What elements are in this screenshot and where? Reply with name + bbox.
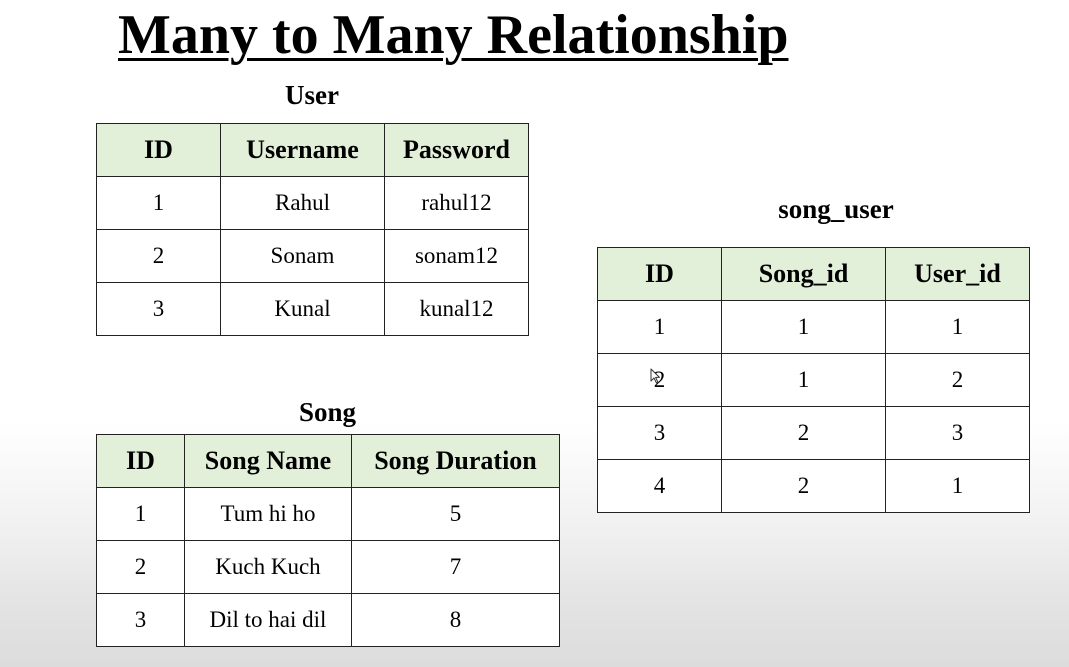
table-row: 2 Kuch Kuch 7 (96, 540, 560, 594)
table-row: 4 2 1 (597, 459, 1030, 513)
table-header-row: ID Username Password (96, 123, 529, 177)
column-header-password: Password (384, 123, 529, 177)
song-user-table: ID Song_id User_id 1 1 1 2 1 2 3 2 3 4 2… (597, 247, 1030, 513)
table-row: 3 2 3 (597, 406, 1030, 460)
cell-song-id: 2 (721, 459, 886, 513)
cell-user-id: 1 (885, 459, 1030, 513)
table-row: 2 Sonam sonam12 (96, 229, 529, 283)
column-header-id: ID (96, 434, 185, 488)
cell-username: Kunal (220, 282, 385, 336)
cell-id: 3 (96, 282, 221, 336)
page-title: Many to Many Relationship (118, 4, 789, 66)
song-table: ID Song Name Song Duration 1 Tum hi ho 5… (96, 434, 560, 647)
cell-id: 3 (96, 593, 185, 647)
cell-id: 2 (96, 229, 221, 283)
cell-user-id: 2 (885, 353, 1030, 407)
table-row: 1 Tum hi ho 5 (96, 487, 560, 541)
cell-id: 1 (597, 300, 722, 354)
cell-song-duration: 5 (351, 487, 560, 541)
cell-song-id: 1 (721, 300, 886, 354)
cell-id: 2 (597, 353, 722, 407)
column-header-username: Username (220, 123, 385, 177)
cell-id: 2 (96, 540, 185, 594)
cell-song-duration: 7 (351, 540, 560, 594)
cell-song-name: Kuch Kuch (184, 540, 352, 594)
cell-id: 3 (597, 406, 722, 460)
table-row: 2 1 2 (597, 353, 1030, 407)
column-header-song-name: Song Name (184, 434, 352, 488)
column-header-song-id: Song_id (721, 247, 886, 301)
cell-username: Rahul (220, 176, 385, 230)
cell-song-id: 2 (721, 406, 886, 460)
table-row: 1 Rahul rahul12 (96, 176, 529, 230)
cell-user-id: 3 (885, 406, 1030, 460)
cell-song-duration: 8 (351, 593, 560, 647)
user-table-caption: User (285, 80, 339, 110)
cell-song-id: 1 (721, 353, 886, 407)
cell-song-name: Dil to hai dil (184, 593, 352, 647)
cell-id: 1 (96, 487, 185, 541)
table-row: 1 1 1 (597, 300, 1030, 354)
cell-user-id: 1 (885, 300, 1030, 354)
cell-id: 4 (597, 459, 722, 513)
column-header-song-duration: Song Duration (351, 434, 560, 488)
table-row: 3 Kunal kunal12 (96, 282, 529, 336)
song-user-table-caption: song_user (778, 194, 894, 224)
mouse-pointer-icon (650, 368, 660, 384)
column-header-id: ID (597, 247, 722, 301)
cell-username: Sonam (220, 229, 385, 283)
column-header-user-id: User_id (885, 247, 1030, 301)
song-table-caption: Song (298, 397, 357, 427)
cell-song-name: Tum hi ho (184, 487, 352, 541)
table-header-row: ID Song Name Song Duration (96, 434, 560, 488)
cell-password: kunal12 (384, 282, 529, 336)
table-row: 3 Dil to hai dil 8 (96, 593, 560, 647)
user-table: ID Username Password 1 Rahul rahul12 2 S… (96, 123, 529, 336)
cell-password: sonam12 (384, 229, 529, 283)
cell-id: 1 (96, 176, 221, 230)
table-header-row: ID Song_id User_id (597, 247, 1030, 301)
cell-password: rahul12 (384, 176, 529, 230)
column-header-id: ID (96, 123, 221, 177)
